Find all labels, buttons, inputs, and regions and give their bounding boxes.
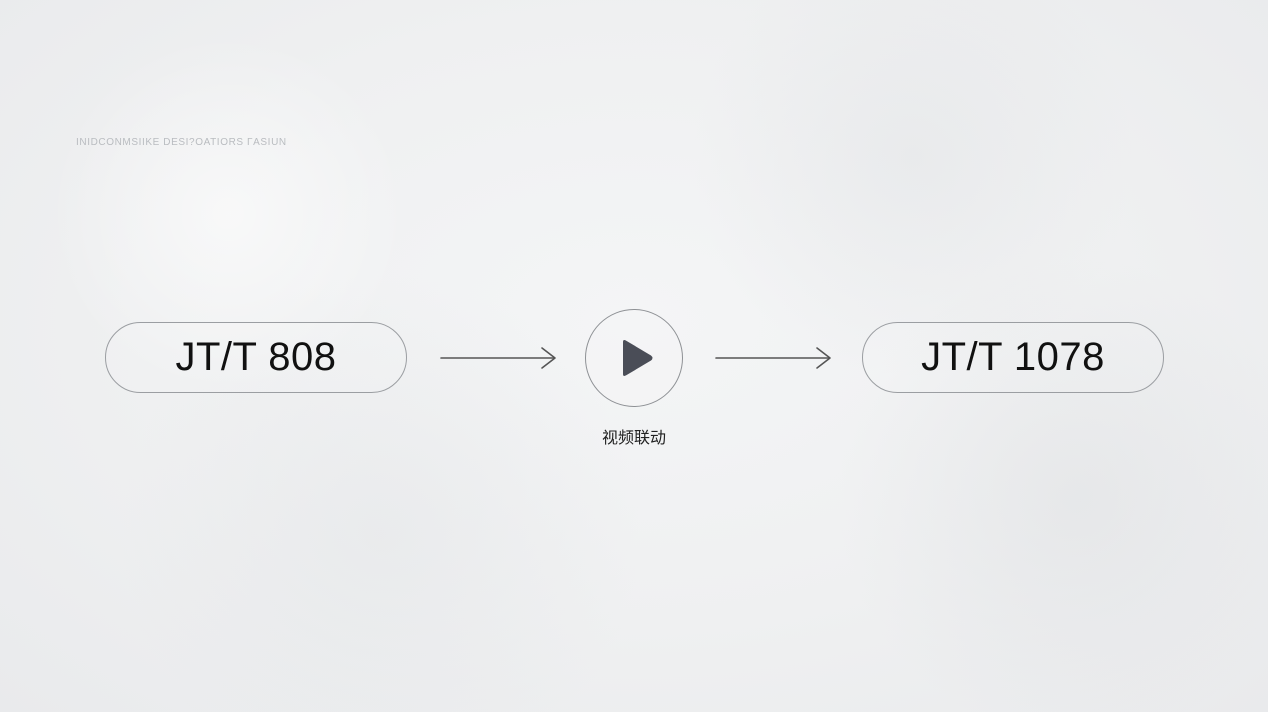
play-icon (623, 340, 653, 376)
caption-text: INIDCONMSIIKE DESI?OATIORS ΓASIUN (76, 137, 287, 148)
arrow-right-icon (440, 347, 556, 369)
play-label: 视频联动 (601, 430, 666, 447)
node-label: JT/T 808 (175, 335, 337, 379)
node-label: JT/T 1078 (921, 335, 1105, 379)
arrow-right-icon (715, 347, 831, 369)
play-button[interactable] (585, 309, 683, 407)
node-jtt-1078: JT/T 1078 (862, 322, 1164, 393)
node-jtt-808: JT/T 808 (105, 322, 407, 393)
